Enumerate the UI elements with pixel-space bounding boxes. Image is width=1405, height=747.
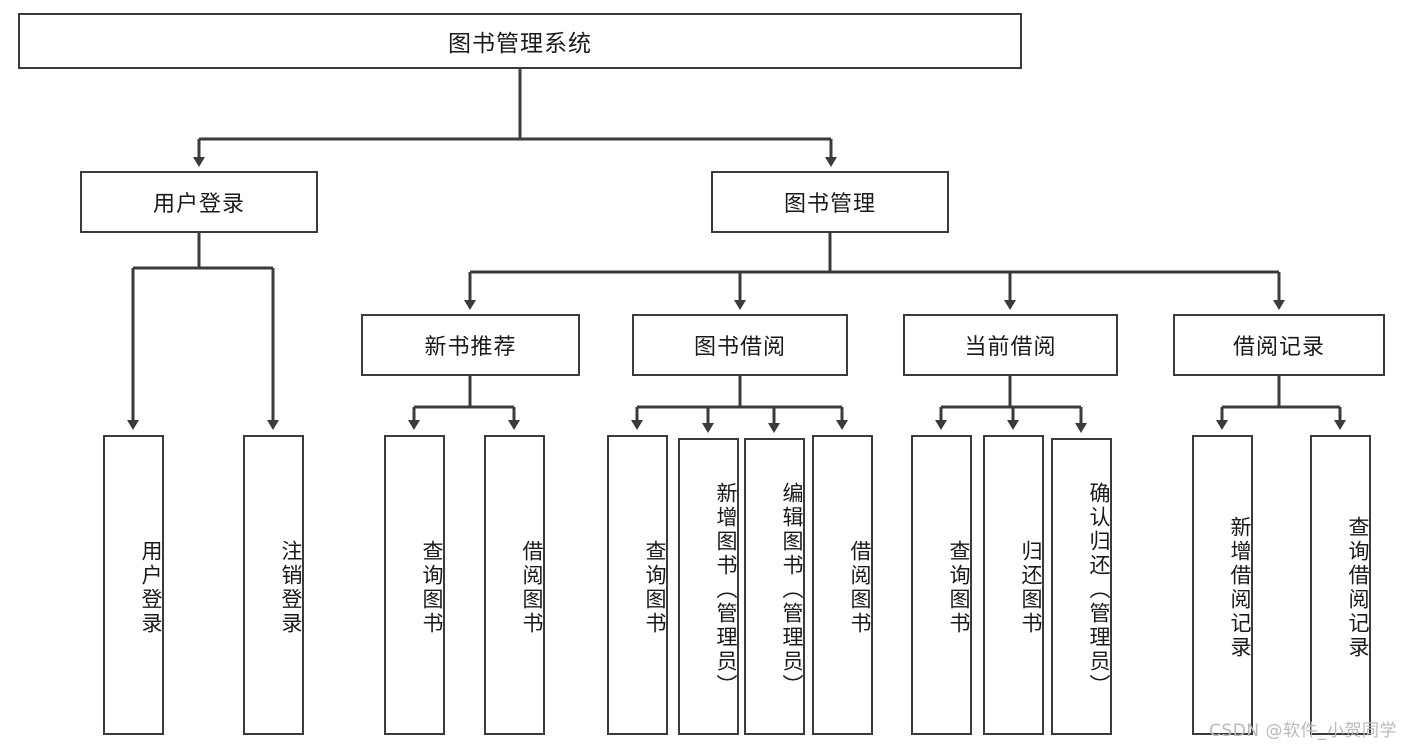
leaf-add-book-admin[interactable]: 新增图书（管理员） [678, 438, 739, 735]
leaf-borrow-book[interactable]: 借阅图书 [812, 435, 873, 735]
node-label: 图书借阅 [693, 335, 786, 360]
node-book-borrow[interactable]: 图书借阅 [632, 314, 848, 376]
leaf-query-borrow-record[interactable]: 查询借阅记录 [1310, 435, 1371, 735]
node-label: 查询借阅记录 [1346, 516, 1370, 660]
node-label: 当前借阅 [964, 335, 1057, 360]
node-label: 图书管理系统 [448, 31, 592, 57]
node-label: 编辑图书（管理员） [780, 481, 804, 698]
node-label: 借阅图书 [848, 540, 872, 636]
leaf-user-login[interactable]: 用户登录 [103, 435, 164, 735]
leaf-return-book[interactable]: 归还图书 [983, 435, 1044, 735]
node-label: 查询图书 [420, 540, 444, 636]
leaf-query-book-recommend[interactable]: 查询图书 [384, 435, 445, 735]
node-label: 查询图书 [643, 540, 667, 636]
node-new-book-recommend[interactable]: 新书推荐 [361, 314, 580, 376]
node-label: 新增图书（管理员） [714, 481, 738, 698]
node-label: 新增借阅记录 [1228, 516, 1252, 660]
csdn-watermark: CSDN @软件_小贺同学 [1209, 721, 1397, 741]
leaf-query-book-current[interactable]: 查询图书 [911, 435, 972, 735]
node-label: 用户登录 [152, 192, 245, 217]
node-label: 用户登录 [139, 540, 163, 636]
node-label: 图书管理 [783, 192, 876, 217]
node-current-borrow[interactable]: 当前借阅 [903, 314, 1118, 376]
node-user-login[interactable]: 用户登录 [80, 171, 318, 233]
node-label: 查询图书 [947, 540, 971, 636]
node-label: 归还图书 [1019, 540, 1043, 636]
leaf-borrow-book-recommend[interactable]: 借阅图书 [484, 435, 545, 735]
leaf-logout-login[interactable]: 注销登录 [243, 435, 304, 735]
node-root[interactable]: 图书管理系统 [18, 13, 1022, 69]
leaf-confirm-return-admin[interactable]: 确认归还（管理员） [1051, 438, 1112, 735]
leaf-add-borrow-record[interactable]: 新增借阅记录 [1192, 435, 1253, 735]
node-book-management[interactable]: 图书管理 [711, 171, 949, 233]
leaf-edit-book-admin[interactable]: 编辑图书（管理员） [744, 438, 805, 735]
node-label: 确认归还（管理员） [1087, 481, 1111, 698]
node-label: 借阅图书 [520, 540, 544, 636]
node-label: 注销登录 [279, 540, 303, 636]
node-borrow-record[interactable]: 借阅记录 [1173, 314, 1385, 376]
node-label: 新书推荐 [424, 335, 517, 360]
leaf-query-book-borrow[interactable]: 查询图书 [607, 435, 668, 735]
node-label: 借阅记录 [1232, 335, 1325, 360]
